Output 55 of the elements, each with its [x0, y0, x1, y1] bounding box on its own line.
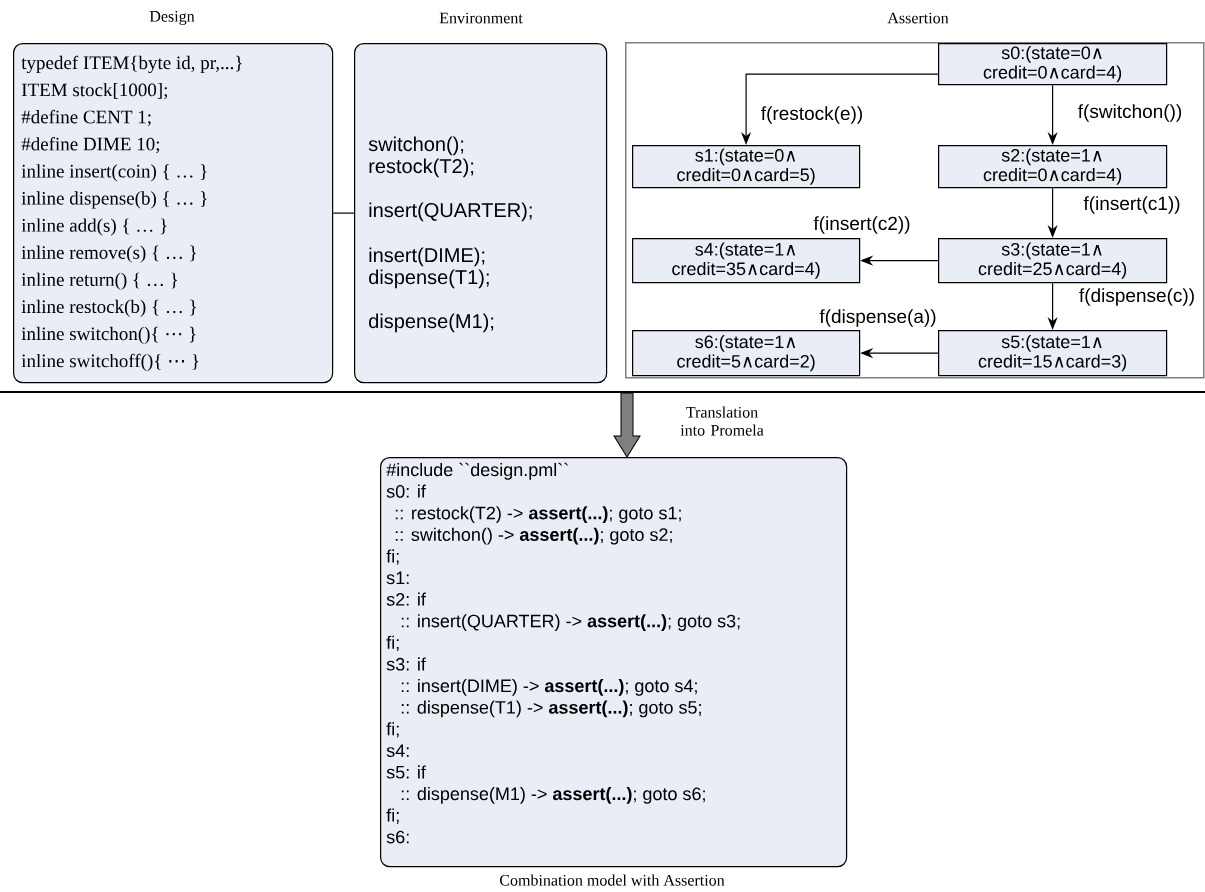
code-line: insert(DIME);: [369, 247, 485, 267]
state-box: s0:(state=0∧ credit=0∧card=4): [938, 43, 1168, 86]
code-line: restock(T2);: [369, 158, 474, 178]
code-line: :: restock(T2) -> assert(...); goto s1;: [395, 506, 681, 523]
block-arrow: [613, 392, 641, 458]
code-line: #define DIME 10;: [21, 136, 160, 154]
edge-label: f(dispense(a)): [818, 308, 938, 328]
code-line: inline switchon(){ ⋯ }: [21, 326, 196, 345]
state-box: s3:(state=1∧ credit=25∧card=4): [938, 238, 1168, 284]
code-line: inline remove(s) { … }: [21, 245, 196, 263]
code-line: inline insert(coin) { … }: [21, 164, 207, 182]
code-line: fi;: [386, 635, 399, 652]
code-line: inline restock(b) { … }: [21, 299, 196, 317]
code-line: s2: if: [386, 592, 426, 606]
state-box: s1:(state=0∧ credit=0∧card=5): [632, 145, 861, 189]
code-line: #define CENT 1;: [21, 109, 151, 127]
code-line: ITEM stock[1000];: [21, 82, 167, 99]
edge-label: f(restock(e)): [759, 105, 865, 125]
code-line: s6:: [386, 830, 409, 844]
code-line: dispense(M1);: [369, 313, 494, 333]
state-box: s6:(state=1∧ credit=5∧card=2): [632, 330, 861, 377]
edge-label: f(switchon()): [1076, 103, 1184, 123]
state-box: s5:(state=1∧ credit=15∧card=3): [938, 330, 1168, 377]
code-line: s5: if: [386, 765, 426, 779]
code-line: #include ``design.pml``: [386, 462, 568, 480]
code-line: insert(QUARTER);: [369, 202, 532, 222]
code-line: inline dispense(b) { … }: [21, 191, 207, 209]
code-line: typedef ITEM{byte id, pr,...}: [21, 55, 242, 74]
code-line: s4:: [386, 744, 409, 757]
state-box: s4:(state=1∧ credit=35∧card=4): [632, 238, 861, 284]
code-line: :: insert(QUARTER) -> assert(...); goto s3;: [401, 614, 740, 631]
code-line: inline switchoff(){ ⋯ }: [21, 353, 199, 372]
box-heading: Environment: [439, 12, 523, 24]
code-line: fi;: [386, 722, 399, 738]
state-box: s2:(state=1∧ credit=0∧card=4): [938, 145, 1168, 189]
box-heading: Design: [149, 11, 195, 25]
box-heading: Assertion: [887, 12, 949, 24]
code-line: :: insert(DIME) -> assert(...); goto s4;: [401, 678, 697, 696]
code-line: :: dispense(M1) -> assert(...); goto s6;: [401, 786, 705, 804]
code-line: inline return() { … }: [21, 272, 177, 290]
box-heading: Combination model with Assertion: [500, 874, 725, 886]
edge-label: Translation into Promela: [680, 406, 764, 436]
code-line: s0: if: [386, 484, 426, 498]
edge-label: f(insert(c1)): [1082, 195, 1182, 215]
code-line: fi;: [386, 808, 399, 824]
code-line: s1:: [386, 571, 409, 585]
code-line: inline add(s) { … }: [21, 218, 167, 236]
code-line: fi;: [386, 549, 399, 565]
code-line: switchon();: [368, 136, 464, 156]
code-line: :: switchon() -> assert(...); goto s2;: [395, 527, 672, 545]
edge-label: f(insert(c2)): [812, 215, 912, 235]
code-line: s3: if: [386, 657, 426, 671]
code-line: dispense(T1);: [369, 269, 489, 289]
edge-label: f(dispense(c)): [1077, 287, 1197, 307]
code-line: :: dispense(T1) -> assert(...); goto s5;: [401, 700, 701, 718]
